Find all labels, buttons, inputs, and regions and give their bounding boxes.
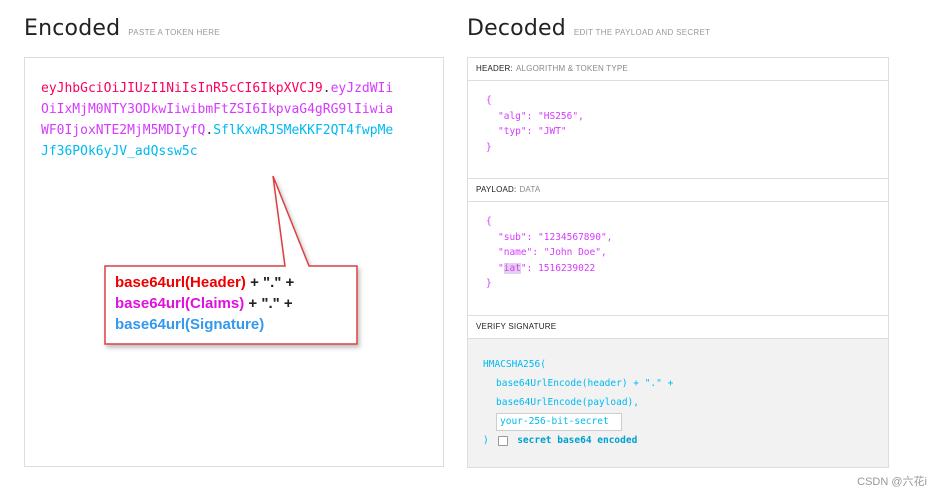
verify-section-title: VERIFY SIGNATURE [468,316,888,339]
secret-base64-label[interactable]: secret base64 encoded [517,435,638,446]
token-dot: . [322,81,331,96]
callout-line-signature: base64url(Signature) [115,316,265,333]
iat-line: "iat": 1516239022 [498,262,596,274]
token-dot: . [205,123,214,138]
secret-input[interactable]: your-256-bit-secret [496,412,622,431]
callout-bubble [104,175,358,345]
sub-line: "sub": "1234567890", [498,231,613,243]
header-json-editor[interactable]: { "alg": "HS256", "typ": "JWT" } [468,81,888,179]
name-line: "name": "John Doe", [498,247,607,258]
verify-signature-body: HMACSHA256( base64UrlEncode(header) + ".… [468,339,888,467]
callout-line-claims: base64url(Claims) + "." + [115,295,293,312]
header-section-title: HEADER:ALGORITHM & TOKEN TYPE [468,58,888,81]
decoded-subtitle: EDIT THE PAYLOAD AND SECRET [573,28,711,37]
encoded-title: Encoded [24,16,121,41]
payload-section: PAYLOAD:DATA { "sub": "1234567890", "nam… [468,179,888,316]
payload-json-editor[interactable]: { "sub": "1234567890", "name": "John Doe… [468,202,888,316]
alg-line: "alg": "HS256", [498,110,584,122]
payload-section-title: PAYLOAD:DATA [468,179,888,202]
jwt-structure-callout: base64url(Header) + "." + base64url(Clai… [106,267,358,344]
typ-line: "typ": "JWT" [498,126,567,137]
encoded-token-editor[interactable]: eyJhbGciOiJIUzI1NiIsInR5cCI6IkpXVCJ9.eyJ… [24,57,444,467]
watermark: CSDN @六花i [857,476,927,488]
callout-line-header: base64url(Header) + "." + [115,274,295,291]
decoded-panel: HEADER:ALGORITHM & TOKEN TYPE { "alg": "… [467,57,889,468]
token-signature-part: SflKxwRJSMeKKF2QT4fwpMeJf36POk6yJV_adQss… [41,123,394,159]
decoded-title: Decoded [467,16,566,41]
encoded-heading: Encoded PASTE A TOKEN HERE [24,16,220,41]
header-section: HEADER:ALGORITHM & TOKEN TYPE { "alg": "… [468,58,888,179]
encoded-subtitle: PASTE A TOKEN HERE [128,28,220,37]
iat-key-highlight: iat [503,262,521,274]
token-payload-part: eyJzdWIiOiIxMjM0NTY3ODkwIiwibmFtZSI6Ikpv… [41,81,394,138]
encoded-token-text[interactable]: eyJhbGciOiJIUzI1NiIsInR5cCI6IkpXVCJ9.eyJ… [41,78,401,162]
secret-base64-checkbox[interactable] [498,435,509,446]
token-header-part: eyJhbGciOiJIUzI1NiIsInR5cCI6IkpXVCJ9 [41,81,323,96]
decoded-heading: Decoded EDIT THE PAYLOAD AND SECRET [467,16,710,41]
verify-signature-section: VERIFY SIGNATURE HMACSHA256( base64UrlEn… [468,316,888,467]
